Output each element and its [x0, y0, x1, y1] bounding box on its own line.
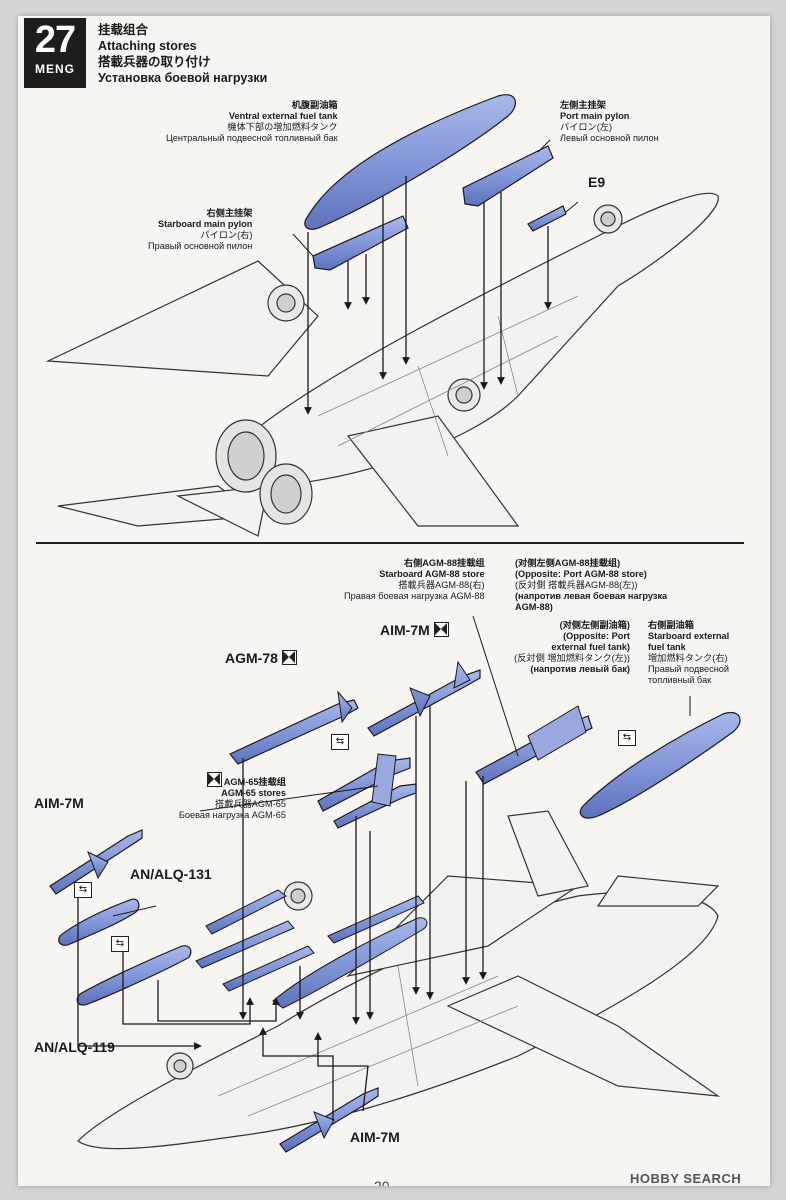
- title-ru: Установка боевой нагрузки: [98, 71, 268, 85]
- aim-7m-missile-bottom: [279, 1087, 379, 1153]
- agm65-en: AGM-65 stores: [221, 788, 286, 798]
- agm88-label: 右侧AGM-88挂载组 Starboard AGM-88 store 搭載兵器A…: [344, 558, 485, 602]
- instruction-page: 27 MENG 挂载组合 Attaching stores 搭載兵器の取り付け …: [18, 16, 770, 1186]
- watermark: HOBBY SEARCH: [630, 1171, 742, 1186]
- title-zh: 挂载组合: [98, 23, 149, 37]
- top-aircraft: [45, 192, 719, 537]
- ventral-tank-ru: Центральный подвесной топливный бак: [166, 133, 338, 143]
- agm-65-stores: [317, 753, 417, 829]
- starboard-external-fuel-tank: [579, 711, 741, 819]
- starboard-pylon-en: Starboard main pylon: [157, 219, 253, 229]
- agm65-label: AGM-65挂载组 AGM-65 stores 搭載兵器AGM-65 Боева…: [158, 772, 286, 821]
- agm-88-store: [475, 705, 593, 785]
- opposite-side-icon: [433, 622, 449, 637]
- starboard-pylon-ja: パイロン(右): [200, 230, 253, 240]
- ventral-tank-zh: 机腹副油箱: [291, 100, 338, 110]
- starboard-pylon-zh: 右侧主挂架: [206, 208, 253, 218]
- aim7m-top-label: AIM-7M: [380, 622, 449, 638]
- alq119-label: AN/ALQ-119: [34, 1039, 115, 1055]
- ext-tank-opp-ru: (напротив левый бак): [530, 664, 630, 674]
- port-pylon-zh: 左侧主挂架: [560, 100, 606, 110]
- ventral-tank-ja: 機体下部の増加燃料タンク: [227, 122, 338, 132]
- ext-tank-en1: Starboard external: [648, 631, 730, 641]
- agm65-zh: AGM-65挂载组: [223, 777, 286, 787]
- ventral-tank-en: Ventral external fuel tank: [228, 111, 338, 121]
- agm88-zh: 右侧AGM-88挂载组: [403, 558, 485, 568]
- ext-tank-zh: 右侧副油箱: [648, 620, 694, 630]
- ext-tank-label: 右侧副油箱 Starboard external fuel tank 増加燃料タ…: [648, 620, 729, 686]
- agm88-opp-ja: (反対側 搭載兵器AGM-88(左)): [515, 580, 638, 590]
- swap-icon: ⇆: [618, 730, 636, 746]
- ext-tank-opp-zh: (对侧左侧副油箱): [559, 620, 630, 630]
- ext-tank-opp-en2: external fuel tank): [551, 642, 630, 652]
- title-ja: 搭載兵器の取り付け: [98, 55, 211, 69]
- swap-icon: ⇆: [331, 734, 349, 750]
- title-en: Attaching stores: [98, 39, 197, 53]
- aim-7m-missile-top: [367, 660, 481, 737]
- agm65-ja: 搭載兵器AGM-65: [215, 799, 286, 809]
- agm-78-missile: [229, 690, 359, 765]
- agm88-ru: Правая боевая нагрузка AGM-88: [344, 591, 485, 601]
- ventral-tank-label: 机腹副油箱 Ventral external fuel tank 機体下部の増加…: [166, 100, 338, 144]
- an-alq-119-pod: [76, 945, 192, 1006]
- section-divider: [36, 542, 744, 544]
- port-pylon-en: Port main pylon: [560, 111, 630, 121]
- agm88-en: Starboard AGM-88 store: [379, 569, 485, 579]
- ext-tank-opp-ja: (反対側 増加燃料タンク(左)): [514, 653, 630, 663]
- agm88-opp-en: (Opposite: Port AGM-88 store): [515, 569, 647, 579]
- agm78-label: AGM-78: [225, 650, 297, 666]
- agm65-ru: Боевая нагрузка AGM-65: [178, 810, 286, 820]
- top-arrows: [304, 176, 552, 415]
- aim7m-left-label: AIM-7M: [34, 795, 84, 811]
- starboard-pylon-label: 右侧主挂架 Starboard main pylon パイロン(右) Правы…: [148, 208, 252, 252]
- port-pylon-ja: パイロン(左): [560, 122, 613, 132]
- starboard-main-pylon: [312, 215, 409, 271]
- agm78-text: AGM-78: [225, 650, 278, 666]
- aim-7m-missile-left: [49, 829, 143, 895]
- bottom-aircraft: [77, 810, 721, 1150]
- step-title: 挂载组合 Attaching stores 搭載兵器の取り付け Установк…: [98, 22, 267, 86]
- ext-tank-ru2: топливный бак: [648, 675, 712, 685]
- mounted-missiles: [195, 889, 428, 1009]
- ventral-fuel-tank: [304, 94, 516, 230]
- part-e9: [527, 205, 567, 232]
- ext-tank-opp-en1: (Opposite: Port: [563, 631, 630, 641]
- page-number: 20: [374, 1178, 390, 1186]
- agm88-opp-ru2: AGM-88): [515, 602, 553, 612]
- ext-tank-ru1: Правый подвесной: [648, 664, 730, 674]
- aim7m-bottom-label: AIM-7M: [350, 1129, 400, 1145]
- assembly-artwork: [45, 94, 741, 1153]
- starboard-pylon-ru: Правый основной пилон: [148, 241, 253, 251]
- ext-tank-opposite-label: (对侧左侧副油箱) (Opposite: Port external fuel …: [508, 620, 630, 675]
- port-main-pylon: [462, 145, 554, 207]
- ext-tank-ja: 増加燃料タンク(右): [648, 653, 728, 663]
- aim7m-top-text: AIM-7M: [380, 622, 430, 638]
- alq131-label: AN/ALQ-131: [130, 866, 212, 882]
- part-e9-label: E9: [588, 174, 606, 190]
- ext-tank-en2: fuel tank: [648, 642, 686, 652]
- agm88-opposite-label: (对侧左侧AGM-88挂载组) (Opposite: Port AGM-88 s…: [515, 558, 667, 613]
- swap-icon: ⇆: [111, 936, 129, 952]
- an-alq-131-pod: [58, 898, 140, 946]
- bottom-arrows: [77, 706, 487, 1121]
- agm88-opp-ru1: (напротив левая боевая нагрузка: [515, 591, 668, 601]
- agm88-opp-zh: (对侧左侧AGM-88挂载组): [515, 558, 621, 568]
- swap-icon: ⇆: [74, 882, 92, 898]
- step-number: 27: [34, 19, 76, 61]
- agm88-ja: 搭載兵器AGM-88(右): [398, 580, 485, 590]
- brand-logo: MENG: [35, 62, 75, 76]
- opposite-side-icon: [281, 650, 297, 665]
- step-badge: 27 MENG: [24, 18, 86, 88]
- port-pylon-label: 左侧主挂架 Port main pylon パイロン(左) Левый осно…: [560, 100, 659, 144]
- port-pylon-ru: Левый основной пилон: [560, 133, 659, 143]
- opposite-side-icon: [206, 772, 222, 787]
